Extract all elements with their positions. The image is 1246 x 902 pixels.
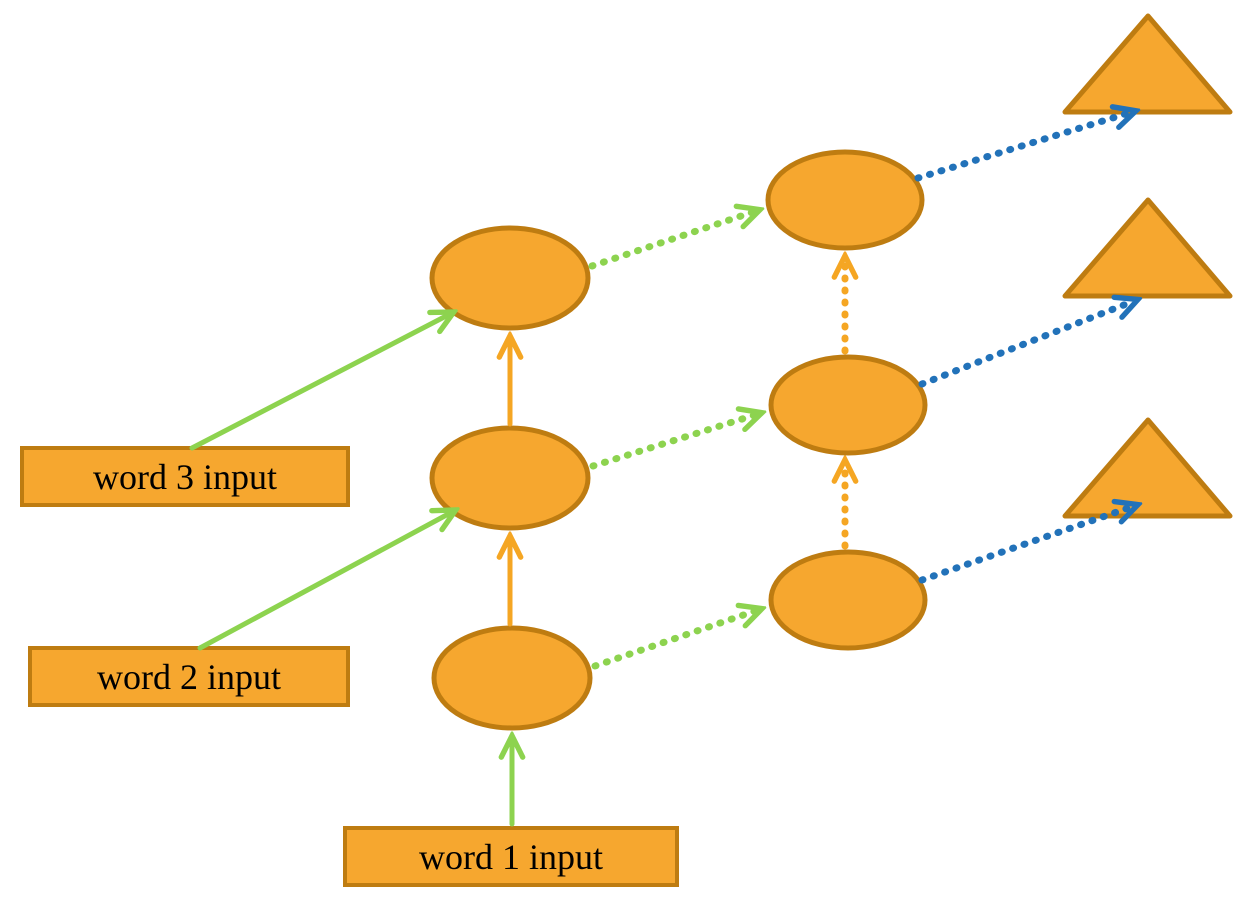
word3-input-box [20,446,350,507]
arrow-left-bottom-to-right-bottom [591,610,758,670]
output-arrows [914,112,1134,584]
arrow-word3-to-hidden [189,314,450,451]
output-triangle-bottom [1062,417,1233,519]
hidden-left-middle [429,425,591,531]
hidden-right-bottom [768,549,928,651]
arrow-word2-to-hidden [197,512,452,651]
output-triangles [1062,13,1233,519]
hidden-nodes-right [765,149,928,651]
hidden-transfer-arrows [588,211,758,670]
hidden-left-top [429,225,591,331]
word2-input-box [28,646,350,707]
arrow-right-middle-to-output [918,301,1134,388]
word1-input-label: word 1 input [419,837,603,877]
arrow-left-middle-to-right-middle [589,414,758,470]
arrow-right-top-to-output [914,112,1132,182]
arrow-right-bottom-to-output [918,506,1134,584]
output-triangle-top [1062,13,1233,115]
hidden-right-top [765,149,925,251]
input-boxes: word 3 input word 2 input word 1 input [20,446,679,887]
word3-input-label: word 3 input [93,457,277,497]
hidden-right-middle [768,354,928,456]
output-triangle-middle [1062,197,1233,299]
word1-input-box [343,826,679,887]
word2-input-label: word 2 input [97,657,281,697]
hidden-nodes-left [429,225,593,731]
input-arrows [189,314,512,827]
arrow-left-top-to-right-top [588,211,756,270]
hidden-left-bottom [431,625,593,731]
